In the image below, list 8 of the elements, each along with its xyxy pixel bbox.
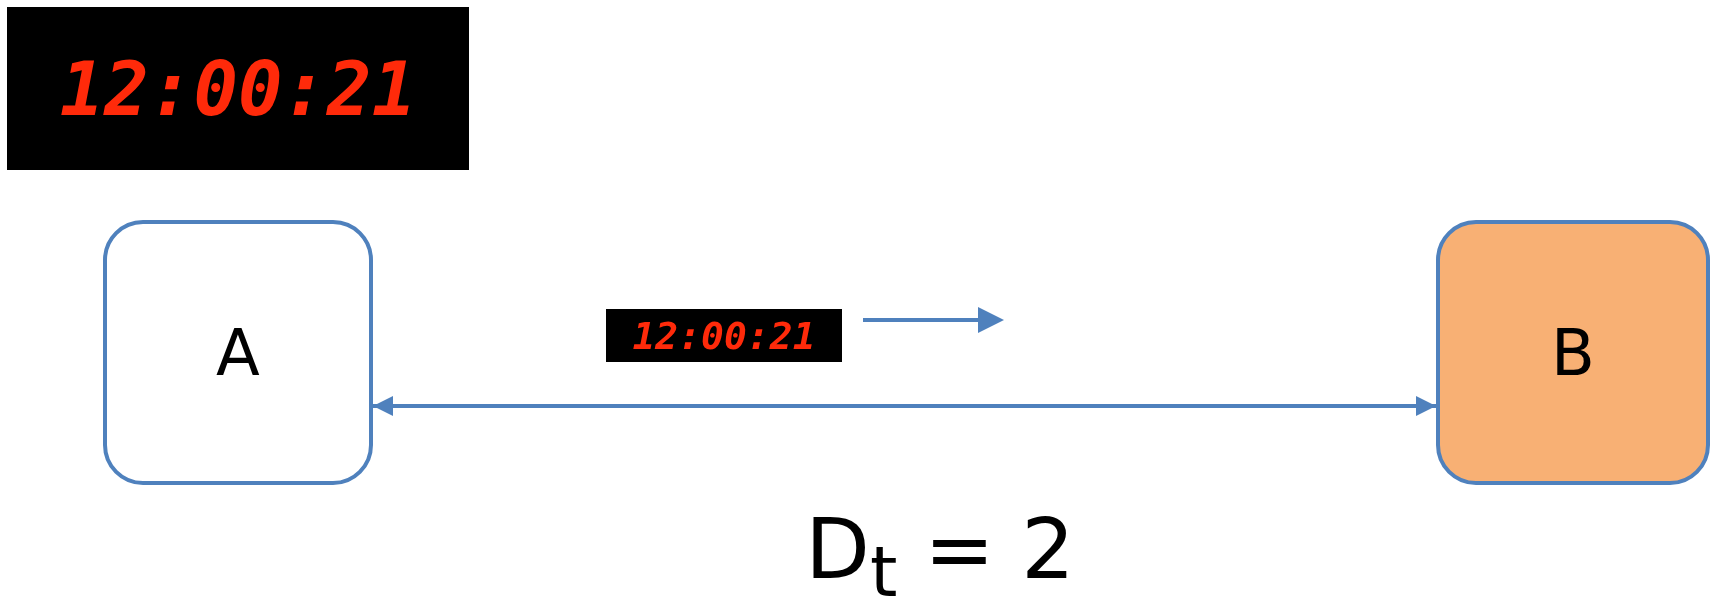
node-label: B: [1551, 315, 1595, 390]
process-box: [1436, 220, 1710, 485]
double-arrow: [373, 396, 1436, 416]
clock-time: 12:00:21: [59, 45, 417, 132]
node-label: A: [216, 315, 260, 390]
formula-text: D$_{t}$ = 2: [804, 500, 1076, 606]
process-box: [103, 220, 373, 485]
clock-time: 12:00:21: [632, 313, 816, 358]
